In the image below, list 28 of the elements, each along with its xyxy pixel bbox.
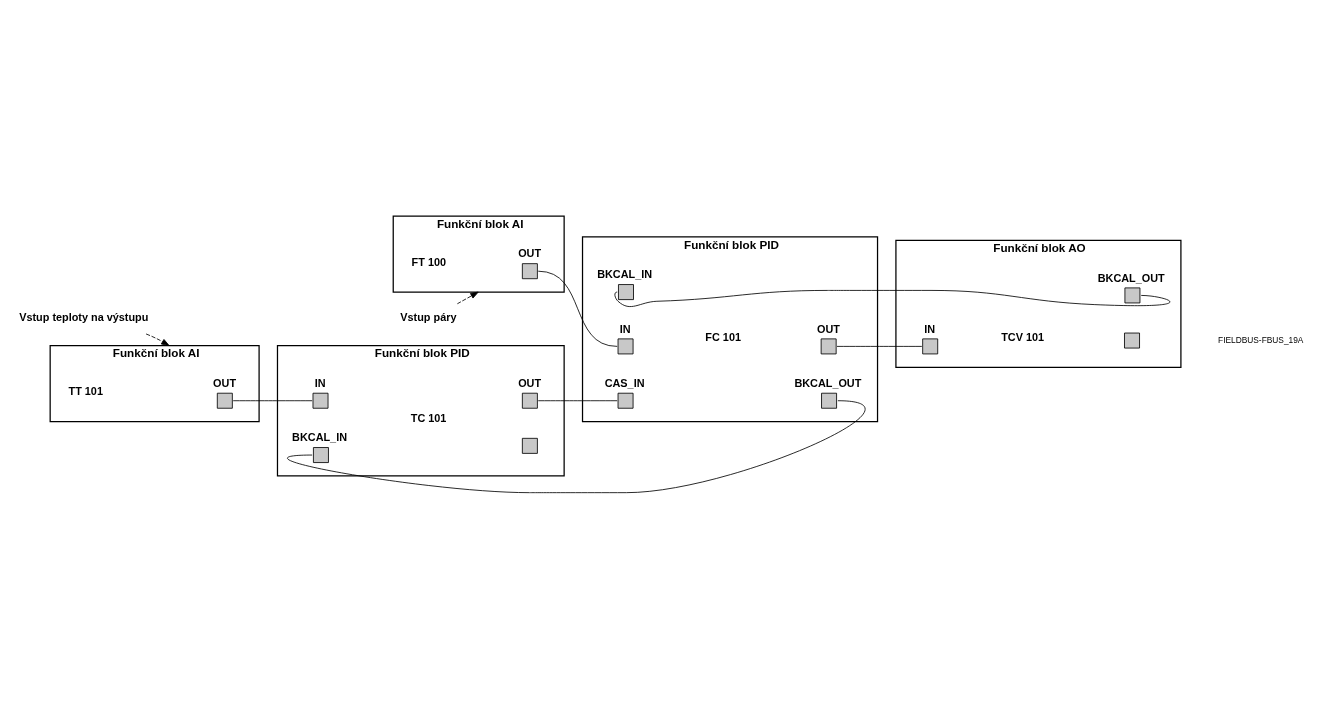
node-label: OUT	[518, 376, 542, 389]
node-label: TT 101	[68, 385, 103, 398]
node-text: Vstup teploty na výstupu	[19, 310, 149, 323]
node-label: IN	[924, 322, 936, 335]
node-label: FC 101	[705, 330, 741, 343]
label: FIELDBUS-FBUS_19A	[1218, 334, 1304, 345]
node-label: FT 100	[411, 255, 447, 268]
connector	[614, 290, 1171, 307]
arrow	[145, 333, 170, 346]
node-label: OUT	[213, 376, 237, 389]
node-label: CAS_IN	[604, 376, 645, 389]
connector	[537, 270, 618, 347]
node-label: BKCAL_IN	[292, 431, 348, 444]
node-text: Vstup páry	[400, 310, 457, 323]
node-label: BKCAL_IN	[597, 268, 653, 281]
node-label: TCV 101	[1001, 330, 1045, 343]
arrow	[456, 291, 479, 305]
connector	[287, 400, 866, 494]
node-label: TC 101	[410, 411, 447, 424]
connector	[537, 400, 618, 402]
connector	[232, 400, 313, 402]
connector	[836, 345, 923, 347]
node-label: OUT	[816, 322, 840, 335]
node-label: BKCAL_OUT	[1097, 271, 1165, 284]
node-label: IN	[619, 322, 631, 335]
node-label: OUT	[518, 247, 542, 260]
node-label: BKCAL_OUT	[794, 376, 862, 389]
node-label: IN	[314, 376, 326, 389]
